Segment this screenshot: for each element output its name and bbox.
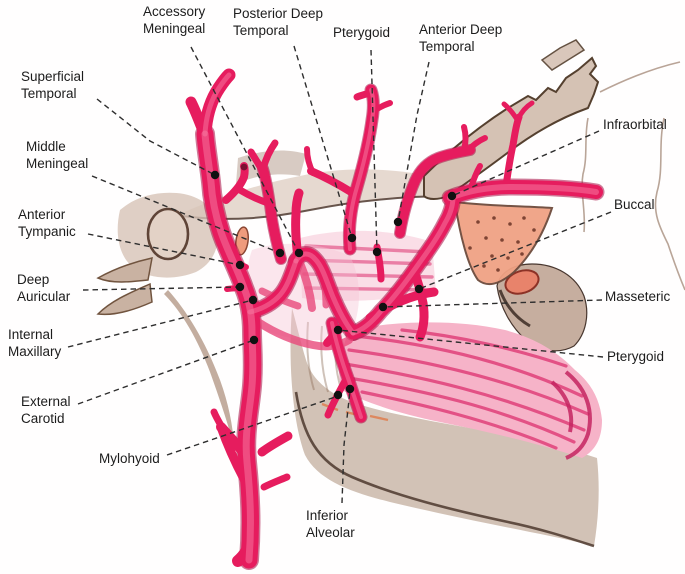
leader-infraorbital: [451, 130, 600, 197]
leader-pterygoid-inferior: [337, 329, 604, 358]
label-accessory-meningeal: Accessory Meningeal: [143, 4, 206, 36]
label-mylohyoid: Mylohyoid: [99, 451, 160, 466]
label-infraorbital: Infraorbital: [603, 117, 667, 132]
tangle-wash: [247, 243, 359, 341]
artery-tree: [191, 75, 596, 561]
dot-deep-auricular: [235, 282, 245, 292]
condyle-articular-surface: [504, 269, 540, 295]
dot-buccal: [414, 284, 424, 294]
suture-lines: [581, 61, 685, 291]
dot-mylohyoid: [333, 390, 343, 400]
dot-anterior-deep-temporal: [393, 217, 403, 227]
dot-infraorbital: [447, 191, 457, 201]
label-pterygoid-inferior: Pterygoid: [607, 349, 665, 364]
leader-middle-meningeal: [91, 175, 281, 254]
leader-internal-maxillary: [67, 299, 254, 348]
ear-canal-ring: [146, 207, 190, 261]
label-internal-maxillary: Internal Maxillary: [8, 327, 62, 359]
leader-buccal: [418, 211, 612, 290]
leader-anterior-deep-temporal: [397, 61, 430, 223]
dot-internal-maxillary: [248, 295, 258, 305]
leader-deep-auricular: [82, 286, 241, 291]
dot-external-carotid: [249, 335, 259, 345]
mandible: [290, 308, 599, 546]
zygomatic-arch: [423, 56, 600, 200]
label-middle-meningeal: Middle Meningeal: [26, 139, 89, 171]
pterygoid-insertion-arcs: [550, 370, 592, 460]
dot-pterygoid-inferior: [333, 325, 343, 335]
dot-masseteric: [378, 302, 388, 312]
dot-posterior-deep-temporal: [347, 233, 357, 243]
tympanic-horn-2: [96, 282, 153, 316]
label-buccal: Buccal: [614, 197, 655, 212]
label-anterior-tympanic: Anterior Tympanic: [18, 207, 76, 239]
dot-accessory-meningeal: [294, 248, 304, 258]
tuberosity-stipple: [468, 216, 536, 272]
label-anterior-deep-temporal: Anterior Deep Temporal: [419, 22, 503, 54]
temporal-bone-wash: [180, 169, 450, 219]
label-pterygoid-superior: Pterygoid: [333, 25, 391, 40]
leader-lines: [67, 45, 612, 504]
dot-middle-meningeal: [275, 248, 285, 258]
leader-anterior-tympanic: [87, 233, 241, 266]
label-masseteric: Masseteric: [605, 289, 671, 304]
sigmoid-notch-line: [498, 289, 531, 328]
zygomatic-fragment: [540, 39, 586, 71]
leader-inferior-alveolar: [341, 390, 351, 504]
leader-superficial-temporal: [96, 98, 216, 176]
leader-masseteric: [382, 299, 603, 308]
label-external-carotid: External Carotid: [21, 394, 71, 426]
leader-pterygoid-superior: [370, 49, 378, 253]
label-posterior-deep-temporal: Posterior Deep Temporal: [233, 6, 324, 38]
leader-mylohyoid: [166, 395, 339, 456]
tympanic-horn-1: [96, 257, 153, 283]
dot-pterygoid-superior: [372, 247, 382, 257]
leader-external-carotid: [77, 339, 255, 405]
label-deep-auricular: Deep Auricular: [17, 272, 71, 304]
label-inferior-alveolar: Inferior Alveolar: [306, 508, 355, 540]
leader-dots: [210, 170, 457, 400]
dot-inferior-alveolar: [345, 384, 355, 394]
dot-anterior-tympanic: [235, 260, 245, 270]
dot-superficial-temporal: [210, 170, 220, 180]
leader-posterior-deep-temporal: [293, 45, 353, 239]
mandible-lower-border: [294, 391, 595, 548]
leader-accessory-meningeal: [190, 46, 300, 254]
label-superficial-temporal: Superficial Temporal: [21, 69, 85, 101]
vessel-cut-tip: [240, 163, 248, 171]
